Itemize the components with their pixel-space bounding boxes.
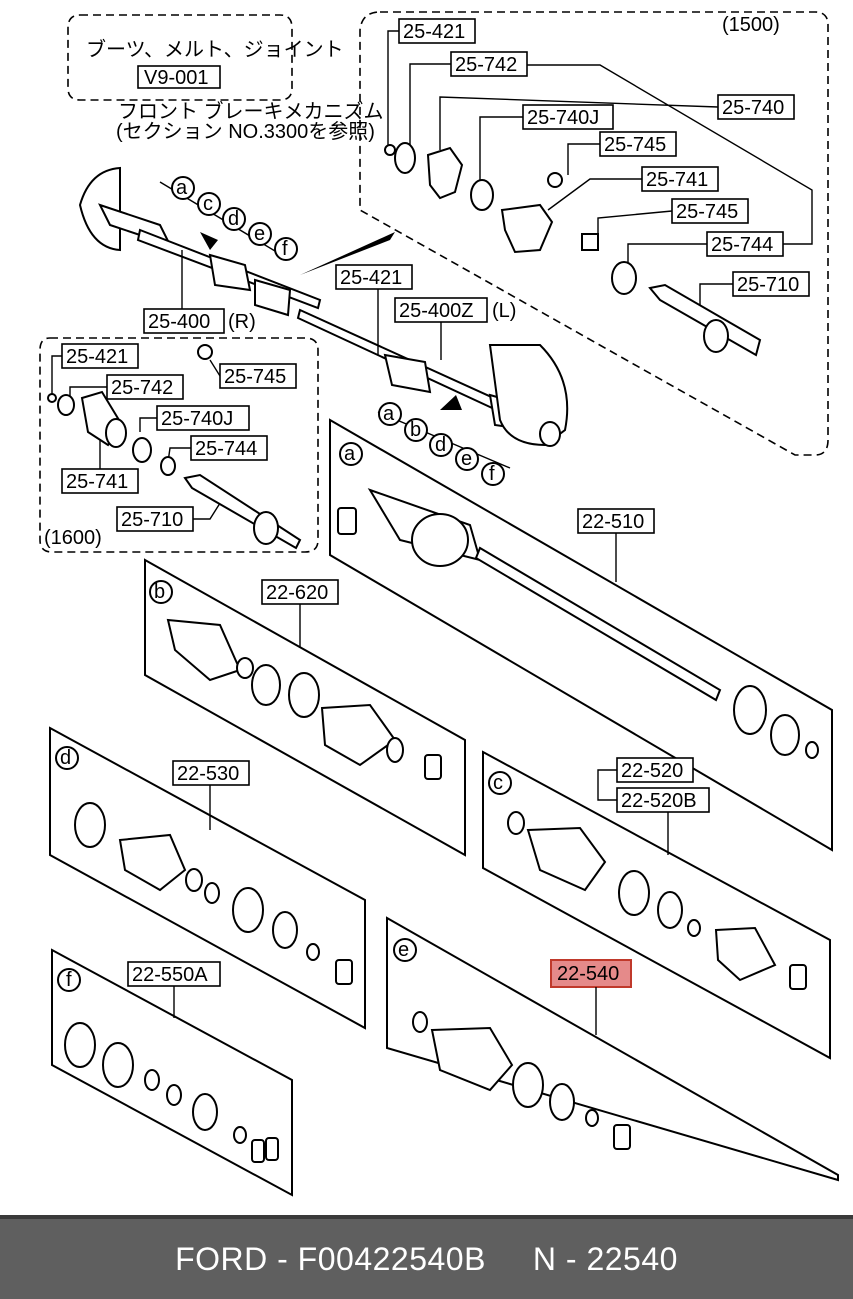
- kit-a-letter: a: [344, 443, 356, 465]
- brake-note-line2: (セクション NO.3300を参照): [116, 120, 375, 143]
- kit-b-panel: b 22-620: [144, 558, 466, 857]
- letter-e-lower: e: [461, 448, 472, 470]
- footer-bar: FORD - F00422540B N - 22540: [0, 1215, 853, 1299]
- letters-lower: a b d e f: [378, 402, 505, 486]
- label-25-740[interactable]: 25-740: [722, 97, 784, 119]
- label-25-740j-a[interactable]: 25-740J: [527, 107, 599, 129]
- inset-1600-caption: (1600): [44, 527, 102, 549]
- label-25-400z[interactable]: 25-400Z: [399, 300, 474, 322]
- kit-d-part[interactable]: 22-530: [177, 763, 239, 785]
- letter-b-lower: b: [410, 419, 421, 441]
- label-25-742-a[interactable]: 25-742: [455, 54, 517, 76]
- kit-c-letter: c: [493, 772, 503, 794]
- letter-d-upper: d: [228, 208, 239, 230]
- label-25-745-b[interactable]: 25-745: [676, 201, 738, 223]
- label-25-421-b[interactable]: 25-421: [66, 346, 128, 368]
- footer-gap: [486, 1241, 533, 1278]
- kit-f-part[interactable]: 22-550A: [132, 964, 208, 986]
- boots-note-ref[interactable]: V9-001: [144, 67, 209, 89]
- drive-shaft-assembly: [78, 166, 569, 469]
- label-25-742-b[interactable]: 25-742: [111, 377, 173, 399]
- kit-c-part[interactable]: 22-520: [621, 760, 683, 782]
- footer-brand: FORD: [175, 1240, 268, 1277]
- letter-f-upper: f: [282, 238, 288, 260]
- label-25-744-a[interactable]: 25-744: [711, 234, 773, 256]
- label-25-421-a[interactable]: 25-421: [403, 21, 465, 43]
- kit-e-letter: e: [398, 939, 409, 961]
- footer-oem-number: F00422540B: [297, 1240, 486, 1277]
- kit-f-panel: f 22-550A: [51, 948, 293, 1197]
- kit-d-letter: d: [60, 747, 71, 769]
- letter-c-upper: c: [203, 193, 213, 215]
- label-25-400-side: (R): [228, 311, 256, 333]
- label-25-740j-b[interactable]: 25-740J: [161, 408, 233, 430]
- letter-a-upper: a: [176, 177, 188, 199]
- letter-e-upper: e: [254, 223, 265, 245]
- exploded-parts-diagram: ブーツ、メルト、ジョイント V9-001 フロント ブレーキメカニズム (セクシ…: [39, 11, 839, 1197]
- kit-a-part[interactable]: 22-510: [582, 511, 644, 533]
- kit-a-panel: a 22-510: [329, 418, 833, 852]
- footer-sep: -: [267, 1240, 298, 1277]
- label-25-400[interactable]: 25-400: [148, 311, 210, 333]
- label-25-741-a[interactable]: 25-741: [646, 169, 708, 191]
- kit-f-letter: f: [66, 969, 72, 991]
- label-25-745-c[interactable]: 25-745: [224, 366, 286, 388]
- brake-note-line1: フロント ブレーキメカニズム: [118, 99, 384, 123]
- inset-1600: (1600) 25-421 25-742 25-745 25-740J 25-7…: [39, 337, 319, 553]
- boots-note-title: ブーツ、メルト、ジョイント: [86, 37, 344, 61]
- kit-b-part[interactable]: 22-620: [266, 582, 328, 604]
- letter-f-lower: f: [489, 463, 495, 485]
- inset-1500: (1500) 25-421 25-742 25-740J 25-740 25-7…: [359, 11, 829, 456]
- label-25-745-a[interactable]: 25-745: [604, 134, 666, 156]
- label-25-421-mid[interactable]: 25-421: [340, 267, 402, 289]
- letters-upper: a c d e f: [171, 176, 298, 261]
- label-25-741-b[interactable]: 25-741: [66, 471, 128, 493]
- kit-d-panel: d 22-530: [49, 726, 366, 1030]
- label-25-744-b[interactable]: 25-744: [195, 438, 257, 460]
- label-25-400z-side: (L): [492, 300, 516, 322]
- kit-c-panel: c 22-520 22-520B: [482, 750, 831, 1060]
- letter-d-lower: d: [435, 434, 446, 456]
- kit-e-part[interactable]: 22-540: [557, 963, 619, 985]
- kit-c-part2[interactable]: 22-520B: [621, 790, 697, 812]
- kit-b-letter: b: [154, 581, 165, 603]
- kit-e-panel: e 22-540: [386, 916, 839, 1182]
- footer-ref: N - 22540: [532, 1240, 678, 1277]
- label-25-710-b[interactable]: 25-710: [121, 509, 183, 531]
- letter-a-lower: a: [383, 403, 395, 425]
- inset-1500-caption: (1500): [722, 14, 780, 36]
- boots-note: ブーツ、メルト、ジョイント V9-001: [67, 14, 344, 101]
- label-25-710-a[interactable]: 25-710: [737, 274, 799, 296]
